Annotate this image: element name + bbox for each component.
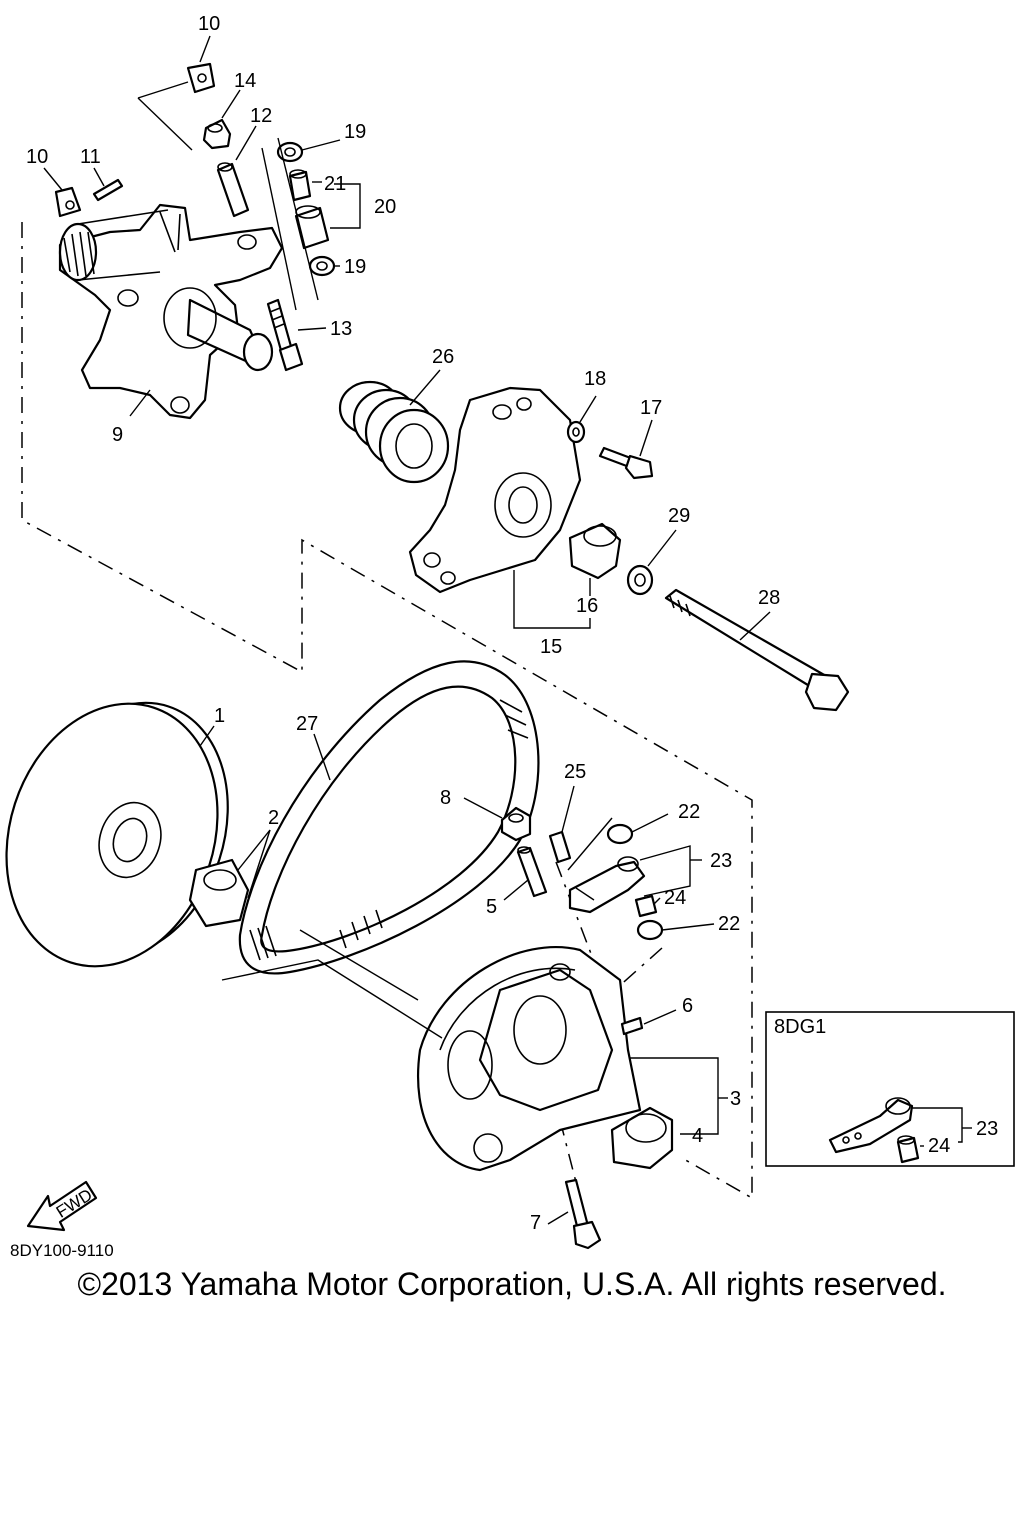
- bolt-13: [266, 298, 304, 372]
- pin-25: [548, 830, 572, 864]
- sheave-hub: [58, 203, 284, 420]
- callout-9: 9: [112, 424, 123, 446]
- callout-labels: 10 14 12 19 10 11 21 20 19 13 26 18 17 9…: [26, 13, 780, 1234]
- callout-6: 6: [682, 995, 693, 1017]
- washer-19-bottom: [308, 255, 336, 277]
- inset-callout-23: 23: [976, 1118, 998, 1140]
- callout-14: 14: [234, 70, 256, 92]
- callout-22-top: 22: [678, 801, 700, 823]
- inset-callout-24: 24: [928, 1135, 950, 1157]
- callout-27: 27: [296, 713, 318, 735]
- fixed-sheave-1: [5, 701, 229, 968]
- bolt-28: [664, 588, 850, 712]
- drive-belt-27: [238, 660, 540, 975]
- roller-24: [634, 894, 658, 918]
- callout-16: 16: [576, 595, 598, 617]
- sliding-sheave-3: [417, 946, 642, 1172]
- collar-2: [188, 858, 250, 928]
- washer-22-top: [606, 823, 634, 845]
- callout-2: 2: [268, 807, 279, 829]
- copyright-notice: ©2013 Yamaha Motor Corporation, U.S.A. A…: [77, 1266, 947, 1302]
- weight-10-left: [54, 186, 82, 218]
- callout-3: 3: [730, 1088, 741, 1110]
- leader-lines: [43, 35, 771, 1225]
- callout-17: 17: [640, 397, 662, 419]
- callout-19-top: 19: [344, 121, 366, 143]
- collar-21: [288, 169, 312, 202]
- callout-20: 20: [374, 196, 396, 218]
- set-screw-6: [620, 1016, 644, 1036]
- callout-10-left: 10: [26, 146, 48, 168]
- callout-11: 11: [80, 146, 101, 168]
- washer-19-top: [276, 141, 304, 163]
- spider-cover-15: [408, 386, 582, 594]
- spring-26: [338, 380, 450, 484]
- callout-26: 26: [432, 346, 454, 368]
- pin-5: [516, 846, 548, 898]
- callout-8: 8: [440, 787, 451, 809]
- callout-28: 28: [758, 587, 780, 609]
- callout-12: 12: [250, 105, 272, 127]
- ramp-arm-23: [568, 856, 646, 914]
- callout-21: 21: [324, 173, 346, 195]
- callout-7: 7: [530, 1212, 541, 1234]
- callout-19-bottom: 19: [344, 256, 366, 278]
- weight-10-top: [186, 62, 216, 94]
- washer-29: [626, 564, 654, 596]
- nut-8: [500, 806, 532, 842]
- callout-29: 29: [668, 505, 690, 527]
- pin-11: [92, 178, 124, 202]
- callout-1: 1: [214, 705, 225, 727]
- callout-18: 18: [584, 368, 606, 390]
- callout-25: 25: [564, 761, 586, 783]
- callout-24: 24: [664, 887, 686, 909]
- callout-4: 4: [692, 1125, 703, 1147]
- callout-13: 13: [330, 318, 352, 340]
- forward-arrow-icon: FWD: [26, 1180, 98, 1232]
- bushing-4: [610, 1106, 674, 1170]
- callout-22-bottom: 22: [718, 913, 740, 935]
- callout-10-top: 10: [198, 13, 220, 35]
- washer-18: [566, 420, 586, 444]
- bushing-16: [568, 522, 622, 580]
- callout-5: 5: [486, 896, 497, 918]
- callout-23: 23: [710, 850, 732, 872]
- nut-14: [202, 118, 232, 150]
- inset-8dg1: 8DG1 23 24: [765, 1011, 1015, 1167]
- diagram-code: 8DY100-9110: [10, 1241, 114, 1260]
- bushing-20: [294, 205, 330, 250]
- callout-15: 15: [540, 636, 562, 658]
- bolt-17: [598, 446, 654, 480]
- bolt-7: [564, 1178, 602, 1250]
- washer-22-bottom: [636, 919, 664, 941]
- pin-12: [216, 162, 250, 218]
- inset-title: 8DG1: [774, 1016, 826, 1038]
